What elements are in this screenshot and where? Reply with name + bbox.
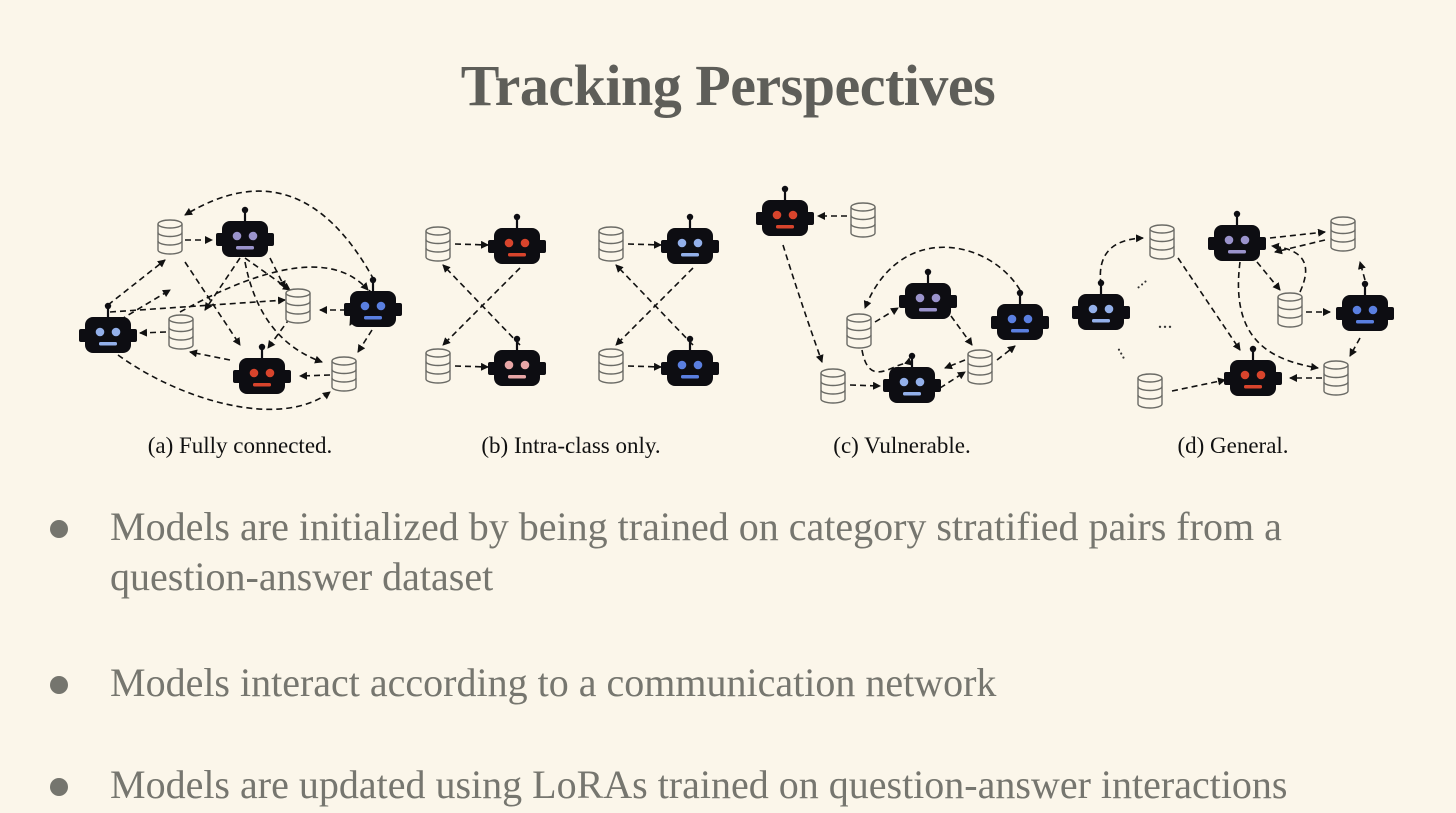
robot-icon bbox=[79, 302, 137, 353]
robot-icon bbox=[1224, 345, 1282, 396]
robot-icon bbox=[1208, 210, 1266, 261]
edge-arrow bbox=[1349, 337, 1361, 357]
database-icon bbox=[425, 348, 451, 384]
edge-arrow bbox=[1274, 239, 1326, 255]
database-icon bbox=[598, 348, 624, 384]
edge-arrow bbox=[615, 267, 694, 346]
edge-arrow bbox=[139, 328, 167, 337]
edge-arrow bbox=[939, 371, 966, 389]
edge-arrow bbox=[1269, 228, 1326, 239]
ellipsis-label: ... bbox=[1114, 340, 1138, 362]
bullet-dot bbox=[50, 778, 68, 796]
database-icon bbox=[1330, 216, 1356, 252]
database-icon bbox=[285, 288, 311, 324]
robot-icon bbox=[883, 352, 941, 403]
robot-icon bbox=[488, 335, 546, 386]
ellipsis-label: ... bbox=[1158, 311, 1173, 333]
edge-arrow bbox=[863, 246, 1021, 309]
edge-arrow bbox=[269, 257, 286, 289]
edge-arrow bbox=[874, 307, 899, 323]
edge-arrow bbox=[184, 261, 241, 346]
robot-icon bbox=[488, 213, 546, 264]
edge-arrow bbox=[1271, 242, 1307, 293]
bullet-dot bbox=[50, 676, 68, 694]
edge-arrow bbox=[1177, 257, 1241, 351]
edge-arrow bbox=[782, 244, 824, 363]
database-icon bbox=[1323, 360, 1349, 396]
edge-arrow bbox=[1358, 261, 1366, 281]
edge-arrow bbox=[119, 289, 171, 321]
edge-arrow bbox=[189, 349, 231, 361]
slide-title: Tracking Perspectives bbox=[460, 53, 996, 118]
edge-arrow bbox=[1237, 261, 1319, 371]
panel-c-caption: (c) Vulnerable. bbox=[833, 433, 970, 458]
robot-icon bbox=[661, 335, 719, 386]
edge-arrow bbox=[1256, 261, 1281, 291]
edge-arrow bbox=[107, 259, 166, 306]
robot-icon bbox=[1336, 280, 1394, 331]
bullet-text: Models are updated using LoRAs trained o… bbox=[110, 762, 1288, 807]
robot-icon bbox=[991, 289, 1049, 340]
edge-arrow bbox=[615, 264, 694, 346]
edge-arrow bbox=[299, 371, 331, 380]
panel-b-caption: (b) Intra-class only. bbox=[481, 433, 660, 458]
database-icon bbox=[846, 313, 872, 349]
database-icon bbox=[1137, 373, 1163, 409]
edge-arrow bbox=[454, 240, 489, 249]
bullet-text: Models are initialized by being trained … bbox=[110, 504, 1282, 599]
panel-d-caption: (d) General. bbox=[1177, 433, 1288, 458]
database-icon bbox=[1149, 224, 1175, 260]
edge-arrow bbox=[267, 317, 291, 349]
database-icon bbox=[331, 356, 357, 392]
edge-arrow bbox=[996, 345, 1016, 361]
edge-arrow bbox=[1171, 377, 1226, 392]
database-icon bbox=[967, 349, 993, 385]
edge-arrow bbox=[442, 267, 521, 346]
edge-arrow bbox=[179, 266, 369, 313]
edge-arrow bbox=[184, 190, 375, 281]
edge-arrow bbox=[1099, 234, 1144, 286]
network-diagram-figure: (a) Fully connected. (b) Intra-class onl… bbox=[79, 185, 1394, 458]
edge-arrow bbox=[442, 264, 521, 346]
database-icon bbox=[820, 368, 846, 404]
edge-arrow bbox=[861, 349, 913, 373]
edge-arrow bbox=[357, 329, 373, 353]
nodes-layer bbox=[79, 185, 1394, 409]
robot-icon bbox=[216, 206, 274, 257]
database-icon bbox=[598, 226, 624, 262]
robot-icon bbox=[1072, 279, 1130, 330]
database-icon bbox=[850, 202, 876, 238]
robot-icon bbox=[899, 268, 957, 319]
edge-arrow bbox=[950, 315, 973, 346]
edge-arrow bbox=[454, 362, 489, 371]
database-icon bbox=[157, 219, 183, 255]
ellipsis-label: ... bbox=[1127, 268, 1150, 292]
robot-icon bbox=[661, 213, 719, 264]
robot-icon bbox=[756, 185, 814, 236]
robot-icon bbox=[344, 276, 402, 327]
edge-arrow bbox=[109, 296, 286, 313]
edge-arrow bbox=[627, 240, 662, 249]
edge-arrow bbox=[117, 354, 331, 411]
robot-icon bbox=[233, 343, 291, 394]
edge-arrow bbox=[627, 362, 662, 371]
panel-a-caption: (a) Fully connected. bbox=[148, 433, 333, 458]
edge-arrow bbox=[944, 359, 966, 370]
bullet-dot bbox=[50, 520, 68, 538]
edge-arrow bbox=[204, 257, 241, 311]
edge-arrow bbox=[849, 381, 881, 390]
database-icon bbox=[425, 226, 451, 262]
bullet-text: Models interact according to a communica… bbox=[110, 660, 997, 705]
database-icon bbox=[1277, 292, 1303, 328]
database-icon bbox=[168, 314, 194, 350]
